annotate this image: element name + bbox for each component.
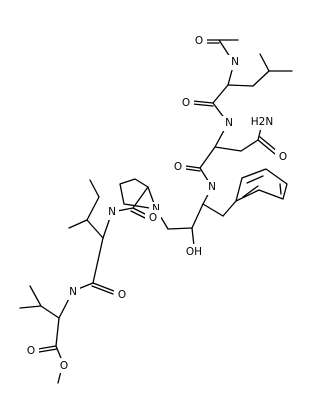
atom-n-pro: N (152, 203, 160, 215)
bond-phe-ca-choh (191, 203, 204, 229)
phenyl-ring-double-2 (279, 183, 282, 195)
bond-asn-cb-cg (240, 139, 259, 152)
atom-o-acetyl: O (195, 35, 203, 47)
atom-o-asn: O (174, 161, 182, 173)
bond-ile-co-double-b (91, 285, 114, 295)
atom-o-ester: O (60, 360, 68, 372)
phenyl-ring-double-3 (242, 185, 259, 198)
atom-o-pro: O (149, 212, 157, 224)
atom-labels: O N O H2N N O O N N OH N O N O O O (23, 33, 291, 373)
atom-n-leu: N (231, 56, 239, 68)
bond-asn-ca-c (199, 146, 216, 169)
bond-leu-cb-cg (252, 70, 270, 87)
bond-pro-ca-c (132, 186, 149, 209)
bond-ile-co-double-a (92, 282, 115, 292)
bond-ester-co-double-a (37, 345, 57, 350)
bond-asn-co-double-b (185, 168, 201, 172)
atom-n-val: N (69, 286, 77, 298)
bond-asn-cg-o-double-b (259, 136, 278, 152)
phenyl-ring-outline (235, 168, 288, 202)
atom-o-ester-carbonyl: O (27, 345, 35, 357)
bond-phe-cb-ring (222, 200, 237, 217)
bond-asn-co-double-a (185, 165, 201, 169)
atom-n-hn: N (208, 181, 216, 193)
bond-phe-ca-cb (202, 203, 224, 217)
bond-ile-ca-cb (86, 219, 104, 239)
bond-leu-ca-cb (227, 84, 254, 87)
atom-n-asn: N (225, 117, 233, 129)
bond-leu-ca-c (212, 84, 229, 104)
bond-leu-cg-cd2 (259, 53, 270, 72)
bond-ile-cb-cg2 (68, 219, 88, 229)
phenyl-ring (235, 168, 288, 202)
bond-ile-cb-cg1 (86, 196, 100, 221)
atom-o-asn-side: O (279, 151, 287, 163)
atom-oh: OH (186, 246, 202, 258)
bond-val-cb-cg2 (19, 305, 42, 309)
atom-h2n-asn: H2N (251, 116, 273, 128)
bond-ester-co-double-b (38, 348, 58, 353)
bond-leu-co-double-a (192, 100, 214, 104)
bond-val-ca-c (55, 317, 60, 347)
pyrrolidine-ring (119, 178, 157, 210)
phenyl-ring-double-1 (246, 175, 264, 184)
bond-ile-cg1-cd (89, 179, 100, 198)
bond-asn-ca-cb (214, 146, 242, 152)
bond-leu-co-double-b (192, 103, 214, 107)
bond-ile-ca-c (92, 237, 104, 284)
atom-o-ile: O (118, 289, 126, 301)
bond-pro-co-double-b (130, 210, 148, 220)
atom-o-leu: O (182, 97, 190, 109)
bond-val-ca-cb (40, 305, 60, 319)
bond-choh-ch2 (167, 227, 193, 230)
bond-val-cb-cg1 (29, 285, 42, 307)
bond-asn-cg-o-double-a (257, 139, 276, 155)
atom-n-ile: N (108, 206, 116, 218)
bond-choh-oh (191, 227, 195, 247)
